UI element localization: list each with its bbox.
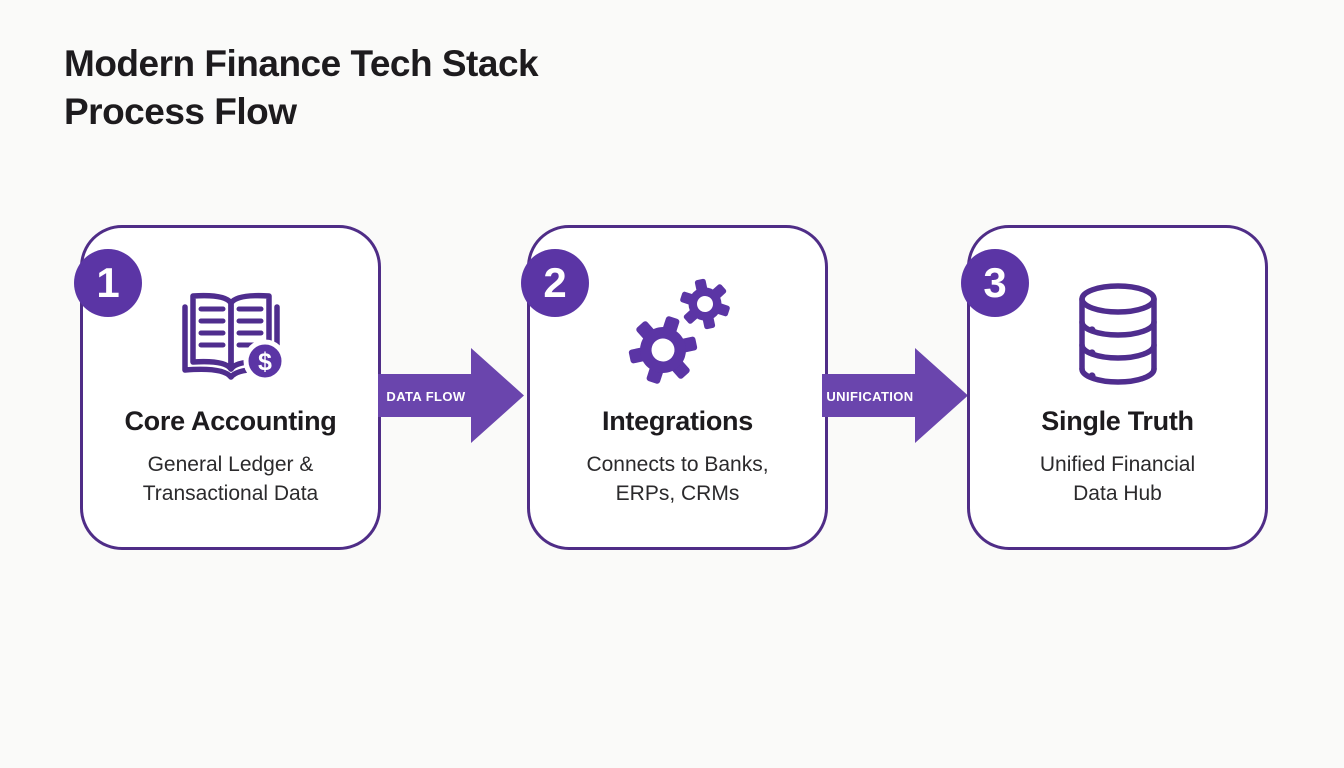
step-description-line2: Transactional Data: [142, 482, 319, 505]
step-icon-wrap: $: [83, 274, 378, 394]
arrow-label: UNIFICATION: [826, 388, 914, 404]
step-description-line2: Data Hub: [1073, 482, 1162, 505]
step-description: General Ledger & Transactional Data: [143, 450, 318, 508]
step-description-line2: ERPs, CRMs: [615, 482, 740, 505]
step-card-single-truth: 3 Single Truth Unified Fin: [961, 225, 1268, 550]
svg-text:$: $: [258, 348, 272, 376]
step-card-integrations: 2: [521, 225, 828, 550]
step-icon-wrap: [530, 274, 825, 394]
page-title-line2: Process Flow: [64, 91, 297, 132]
step-title: Core Accounting: [124, 406, 337, 436]
step-title: Single Truth: [1041, 406, 1194, 436]
step-description-line1: Unified Financial: [1039, 453, 1196, 476]
step-description-line1: General Ledger &: [147, 453, 314, 476]
step-title: Integrations: [602, 406, 753, 436]
step-card-core-accounting: 1 $ Core Accounting: [74, 225, 381, 550]
ledger-book-dollar-icon: $: [181, 292, 286, 383]
page-title-line1: Modern Finance Tech Stack: [64, 43, 539, 84]
step-description: Connects to Banks, ERPs, CRMs: [586, 450, 768, 508]
arrow-unification: UNIFICATION: [822, 348, 968, 443]
step-description-line1: Connects to Banks,: [586, 453, 769, 476]
page-title: Modern Finance Tech Stack Process Flow: [64, 40, 539, 136]
arrow-data-flow: DATA FLOW: [378, 348, 524, 443]
right-arrow-icon: [822, 348, 968, 443]
gears-icon: [628, 278, 730, 384]
right-arrow-icon: [378, 348, 524, 443]
step-description: Unified Financial Data Hub: [1040, 450, 1195, 508]
database-icon: [1078, 283, 1157, 385]
step-number-badge: 3: [961, 249, 1029, 317]
step-number-badge: 2: [521, 249, 589, 317]
step-number-badge: 1: [74, 249, 142, 317]
arrow-label: DATA FLOW: [386, 388, 466, 404]
step-icon-wrap: [970, 274, 1265, 394]
